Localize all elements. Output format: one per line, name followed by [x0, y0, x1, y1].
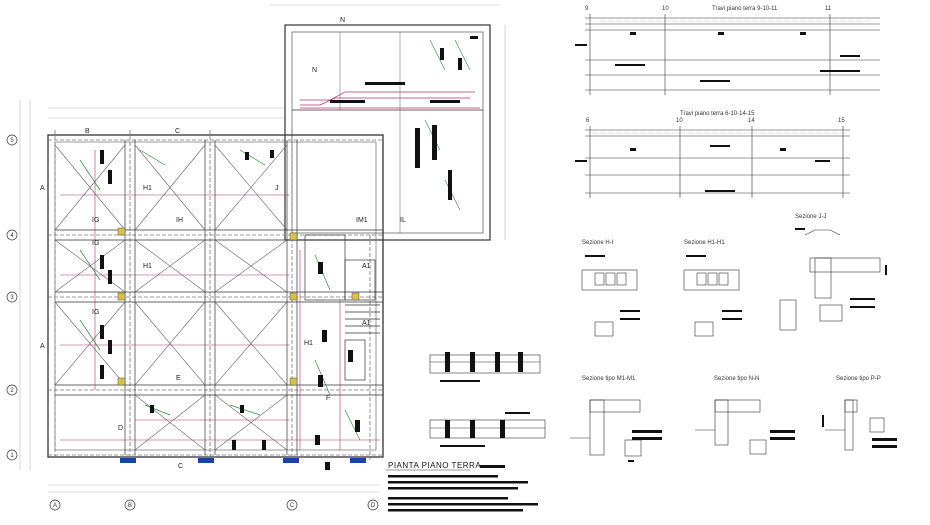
beam-title-mid: Travi piano terra 6-10-14-15	[680, 111, 755, 117]
beam-node-6: 6	[586, 118, 590, 124]
marker-d: D	[118, 425, 123, 432]
marker-e: E	[176, 375, 181, 382]
marker-a: A	[40, 185, 45, 192]
section-h1-title: Sezione H1-H1	[684, 240, 725, 246]
beam-title-top: Travi piano terra 9-10-11	[712, 6, 778, 12]
main-block	[47, 134, 384, 458]
marker-ig2: IG	[92, 240, 99, 247]
beam-node-14: 14	[748, 118, 755, 124]
axis-label-b: B	[128, 503, 132, 509]
section-markers: A A B C C D E F IG IG IG H1 H1 H1 IH IL …	[40, 17, 406, 470]
upper-wing	[284, 24, 491, 241]
section-pp-title: Sezione tipo P-P	[836, 376, 881, 382]
marker-f: F	[326, 395, 330, 402]
marker-ig: IG	[92, 217, 99, 224]
section-pp: Sezione tipo P-P	[822, 376, 897, 451]
beam-node-11: 11	[825, 6, 832, 12]
beam-node-10: 10	[662, 6, 669, 12]
section-m1: Sezione tipo M1-M1	[570, 376, 662, 462]
marker-ih: IH	[176, 217, 183, 224]
marker-b: B	[85, 128, 90, 135]
beam-node-10b: 10	[676, 118, 683, 124]
marker-a1: A1	[362, 263, 371, 270]
axis-label-d: D	[371, 503, 376, 509]
beam-elevation-mid: Travi piano terra 6-10-14-15 6 10 14 15	[575, 111, 850, 198]
axis-label-2: 2	[10, 388, 14, 394]
marker-il: IL	[400, 217, 406, 224]
axis-label-a: A	[53, 503, 57, 509]
axis-label-3: 3	[10, 295, 14, 301]
axis-label-1: 1	[10, 453, 14, 459]
section-h1: Sezione H1-H1	[683, 240, 742, 337]
section-h: Sezione H-I	[581, 240, 640, 337]
marker-c: C	[175, 128, 180, 135]
marker-h1: H1	[143, 185, 152, 192]
marker-j: J	[275, 185, 279, 192]
marker-im1: IM1	[356, 217, 368, 224]
marker-c2: C	[178, 463, 183, 470]
axis-label-5: 5	[10, 138, 14, 144]
marker-n: N	[312, 67, 317, 74]
beam-node-15: 15	[838, 118, 845, 124]
floor-plan: 5 4 3 2 1 A B C D A A B C C D E F IG IG …	[6, 4, 538, 512]
section-m1-title: Sezione tipo M1-M1	[582, 376, 636, 382]
legend-text-bars	[388, 465, 538, 512]
beam-node-9: 9	[585, 6, 589, 12]
marker-h1c: H1	[304, 340, 313, 347]
marker-n-top: N	[340, 17, 345, 24]
section-h-title: Sezione H-I	[582, 240, 614, 246]
section-nn: Sezione tipo N-N	[695, 376, 795, 455]
section-jj-title: Sezione J-J	[795, 214, 826, 220]
section-jj: Sezione J-J	[779, 214, 887, 331]
section-nn-title: Sezione tipo N-N	[714, 376, 759, 382]
marker-h1b: H1	[143, 263, 152, 270]
marker-a1b: A1	[362, 320, 371, 327]
marker-a2: A	[40, 343, 45, 350]
axis-label-4: 4	[10, 233, 14, 239]
plan-title: PIANTA PIANO TERRA	[388, 461, 481, 470]
marker-ig3: IG	[92, 309, 99, 316]
beam-elevation-top: Travi piano terra 9-10-11 9 10 11	[575, 6, 880, 95]
axis-label-c: C	[290, 503, 295, 509]
